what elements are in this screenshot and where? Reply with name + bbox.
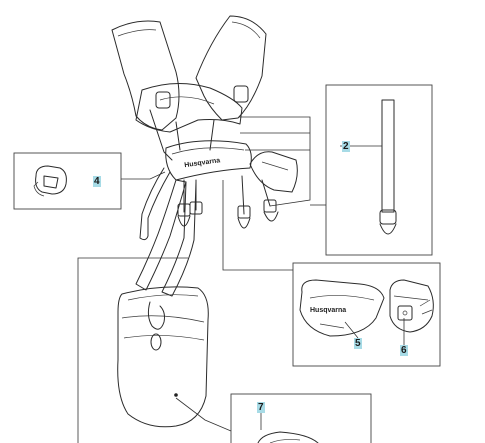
callout-4: 4: [93, 176, 101, 187]
part-2-strap: [379, 99, 397, 235]
part-5-pad: Husqvarna: [299, 279, 385, 337]
brand-wordmark: Husqvarna: [184, 157, 221, 169]
detail-box-pads: [292, 262, 441, 367]
back-frame: [135, 82, 243, 133]
right-shoulder-pad: [195, 15, 267, 121]
callout-6: 6: [400, 345, 408, 356]
pad-wordmark: Husqvarna: [310, 307, 346, 314]
left-shoulder-pad: [111, 20, 180, 131]
callout-5: 5: [354, 338, 362, 349]
detail-box-plate: [230, 393, 372, 443]
dangling-straps: [177, 175, 279, 229]
callout-2: 2: [342, 141, 350, 152]
harness-drawing: Husqvarna: [111, 15, 298, 428]
waist-pouch: [117, 286, 209, 428]
part-4-buckle: [33, 165, 67, 197]
detail-box-strap: [325, 84, 433, 256]
callout-7: 7: [257, 402, 265, 413]
part-7-plate: [257, 431, 319, 443]
detail-box-buckle: [13, 152, 122, 210]
hip-plate: [165, 140, 252, 181]
front-strap: [135, 179, 187, 291]
part-6-bracket: [389, 279, 434, 333]
